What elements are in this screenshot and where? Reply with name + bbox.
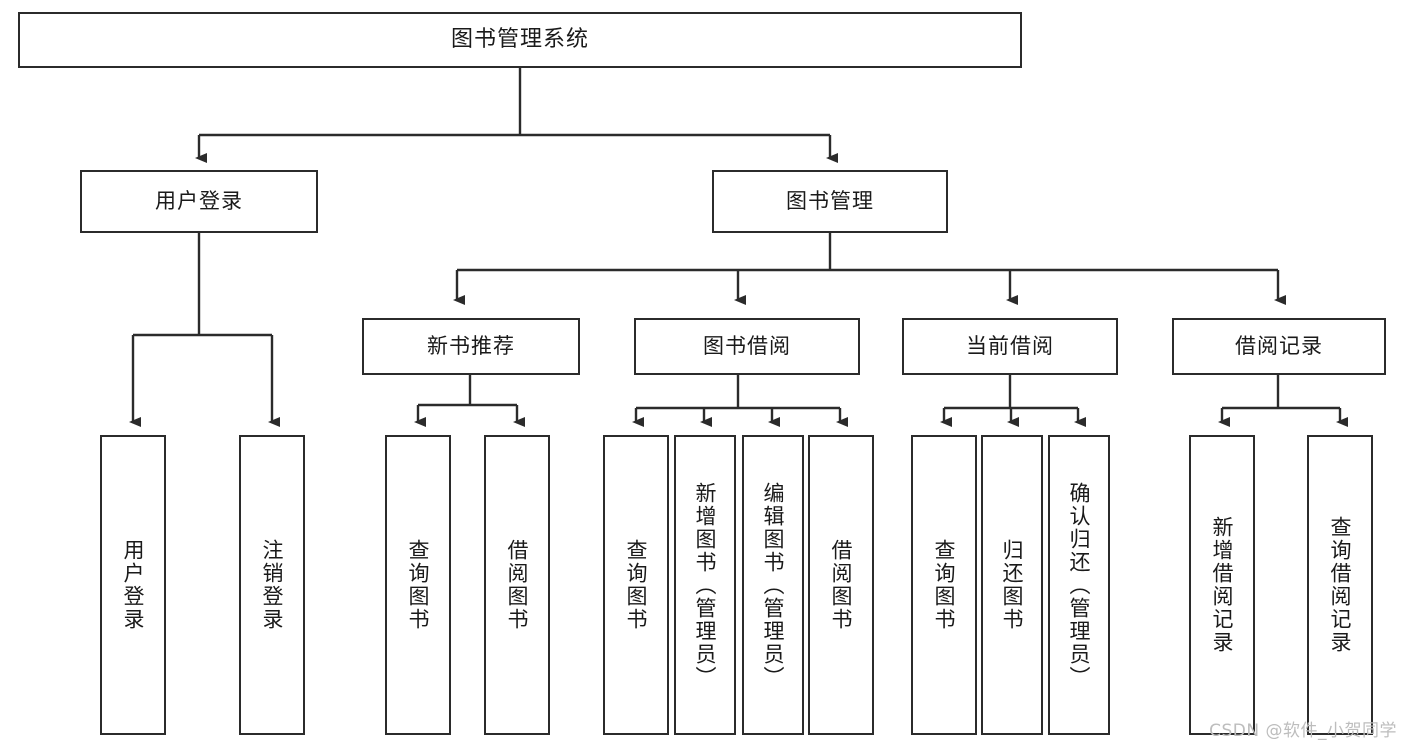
node-user-login[interactable]: 用户登录 [80,170,318,233]
watermark-text: CSDN @软件_小贺同学 [1209,721,1397,741]
node-book-borrow[interactable]: 图书借阅 [634,318,860,375]
leaf-add-borrow-record[interactable]: 新增借阅记录 [1189,435,1255,735]
node-label: 用户登录 [155,188,243,213]
leaf-add-book-admin[interactable]: 新增图书（管理员） [674,435,736,735]
leaf-edit-book-admin[interactable]: 编辑图书（管理员） [742,435,804,735]
node-label: 图书借阅 [703,333,791,358]
leaf-query-book-current[interactable]: 查询图书 [911,435,977,735]
leaf-logout[interactable]: 注销登录 [239,435,305,735]
leaf-query-book-borrow[interactable]: 查询图书 [603,435,669,735]
node-label: 借阅记录 [1235,333,1323,358]
node-label: 图书管理 [786,188,874,213]
leaf-return-book[interactable]: 归还图书 [981,435,1043,735]
leaf-borrow-book-newbook[interactable]: 借阅图书 [484,435,550,735]
node-label: 当前借阅 [966,333,1054,358]
node-label: 图书管理系统 [450,26,589,52]
node-label: 用户登录 [121,539,146,631]
node-label: 查询图书 [932,539,957,631]
node-label: 新增借阅记录 [1210,516,1235,654]
leaf-query-borrow-record[interactable]: 查询借阅记录 [1307,435,1373,735]
node-label: 查询图书 [624,539,649,631]
leaf-borrow-book[interactable]: 借阅图书 [808,435,874,735]
node-label: 归还图书 [1000,539,1025,631]
node-label: 新增图书（管理员） [693,481,718,689]
node-current-borrow[interactable]: 当前借阅 [902,318,1118,375]
node-label: 查询图书 [406,539,431,631]
node-label: 借阅图书 [829,539,854,631]
node-root-system[interactable]: 图书管理系统 [18,12,1022,68]
node-borrow-records[interactable]: 借阅记录 [1172,318,1386,375]
node-label: 查询借阅记录 [1328,516,1353,654]
leaf-confirm-return-admin[interactable]: 确认归还（管理员） [1048,435,1110,735]
leaf-query-book-newbook[interactable]: 查询图书 [385,435,451,735]
node-new-book-recommend[interactable]: 新书推荐 [362,318,580,375]
node-label: 编辑图书（管理员） [761,481,786,689]
node-book-management[interactable]: 图书管理 [712,170,948,233]
node-label: 新书推荐 [427,333,515,358]
node-label: 确认归还（管理员） [1067,481,1092,689]
leaf-user-login[interactable]: 用户登录 [100,435,166,735]
node-label: 借阅图书 [505,539,530,631]
node-label: 注销登录 [260,539,285,631]
